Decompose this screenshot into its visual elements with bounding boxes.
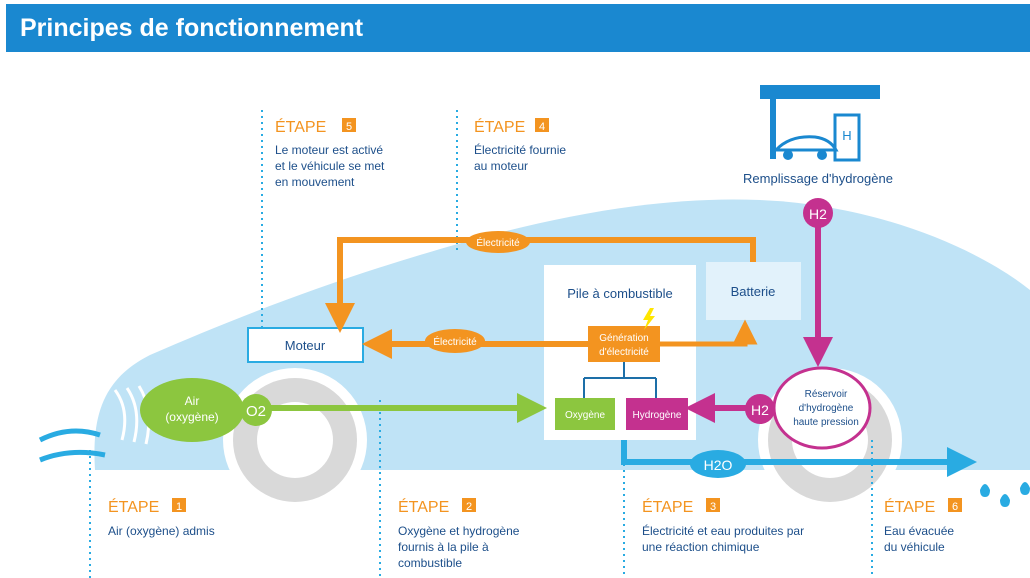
step-1: ÉTAPE 1 Air (oxygène) admis [108,497,215,538]
svg-text:du véhicule: du véhicule [884,540,945,554]
water-drops-icon [980,482,1030,507]
step-6: ÉTAPE 6 Eau évacuée du véhicule [884,497,962,554]
electricity-top-bubble [466,231,530,253]
svg-text:fournis à la pile à: fournis à la pile à [398,540,489,554]
svg-text:Air (oxygène) admis: Air (oxygène) admis [108,524,215,538]
svg-text:Électricité fournie: Électricité fournie [474,142,566,157]
tank-line-1: Réservoir [805,389,848,400]
tank-line-2: d'hydrogène [799,403,854,414]
electricity-mid-label: Électricité [433,335,477,348]
electricity-mid-bubble [425,329,485,353]
svg-text:au moteur: au moteur [474,159,528,173]
front-wheel [223,368,367,512]
hydrogen-station-icon: H [760,85,880,162]
fuel-cell-label: Pile à combustible [567,286,673,301]
page-title: Principes de fonctionnement [20,14,364,42]
svg-text:en mouvement: en mouvement [275,175,355,189]
generation-box [588,326,660,362]
step-4: ÉTAPE 4 Électricité fournie au moteur [474,117,566,173]
electricity-top-label: Électricité [476,236,520,249]
motor-box [247,327,364,363]
svg-text:1: 1 [176,501,182,513]
step-2: ÉTAPE 2 Oxygène et hydrogène fournis à l… [398,497,520,570]
air-intake-icon [38,428,106,463]
battery-label: Batterie [731,284,776,299]
header-bar: Principes de fonctionnement [6,4,1030,52]
svg-text:Oxygène et hydrogène: Oxygène et hydrogène [398,524,520,538]
svg-text:3: 3 [710,501,716,513]
svg-text:ÉTAPE: ÉTAPE [398,497,449,516]
svg-text:ÉTAPE: ÉTAPE [642,497,693,516]
hydrogen-box [626,398,688,430]
generation-to-battery-path [660,319,758,347]
h2-tank-label: H2 [751,402,769,418]
step-5: ÉTAPE 5 Le moteur est activé et le véhic… [275,117,385,189]
o2-label: O2 [246,403,266,420]
svg-text:et le véhicule se met: et le véhicule se met [275,159,385,173]
h2o-bubble [690,450,746,478]
svg-text:combustible: combustible [398,556,462,570]
svg-text:5: 5 [346,121,352,133]
tank-line-3: haute pression [793,417,859,428]
oxygen-box [555,398,615,430]
svg-text:Électricité et eau produites p: Électricité et eau produites par [642,523,804,538]
svg-text:une réaction chimique: une réaction chimique [642,540,760,554]
air-label-1: Air [185,394,200,408]
station-label: Remplissage d'hydrogène [743,171,893,186]
h2o-label: H2O [704,457,733,473]
lightning-icon [643,308,655,330]
hydrogen-label: Hydrogène [633,410,682,421]
svg-text:6: 6 [952,501,958,513]
svg-text:ÉTAPE: ÉTAPE [474,117,525,136]
step-3: ÉTAPE 3 Électricité et eau produites par… [642,497,804,554]
fuel-cell-tree [583,362,657,398]
motor-label: Moteur [285,338,326,353]
h2-station-label: H2 [809,206,827,222]
svg-text:Le moteur est activé: Le moteur est activé [275,143,383,157]
svg-text:4: 4 [539,121,545,133]
svg-text:ÉTAPE: ÉTAPE [884,497,935,516]
generation-line-1: Génération [599,333,648,344]
air-bubble [140,378,244,442]
svg-text:ÉTAPE: ÉTAPE [108,497,159,516]
water-path [621,440,977,477]
o2-bubble [240,394,272,426]
svg-text:Eau évacuée: Eau évacuée [884,524,954,538]
h2-station-bubble [803,198,833,228]
electricity-top-path [325,237,756,333]
h2-tank-bubble [745,394,775,424]
svg-text:ÉTAPE: ÉTAPE [275,117,326,136]
generation-line-2: d'électricité [599,347,649,358]
step-guides [89,110,873,578]
oxygen-label: Oxygène [565,410,605,421]
svg-text:2: 2 [466,501,472,513]
svg-text:H: H [842,128,851,143]
battery-box [706,262,801,320]
air-label-2: (oxygène) [165,410,218,424]
